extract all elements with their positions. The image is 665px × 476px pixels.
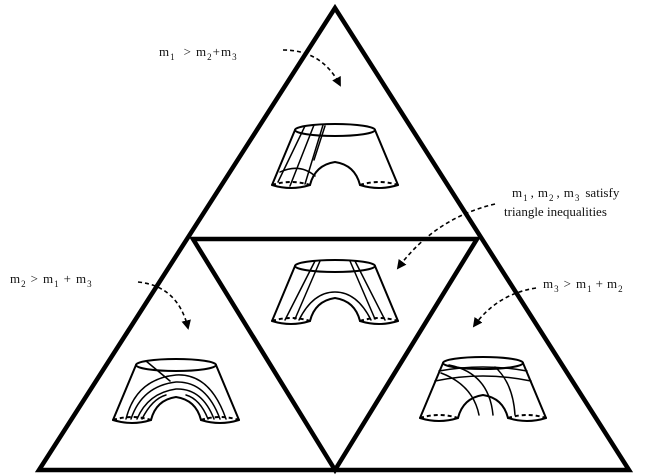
pants-left bbox=[112, 358, 240, 424]
label-left: m2>m1+m3 bbox=[10, 271, 92, 289]
label-right: m3>m1+m2 bbox=[543, 276, 623, 294]
arrow-center bbox=[396, 203, 496, 270]
pants-top bbox=[271, 123, 399, 189]
arrow-right bbox=[472, 287, 537, 328]
label-top: m1>m2+m3 bbox=[159, 44, 237, 62]
inner-triangle bbox=[188, 236, 482, 475]
pants-center bbox=[271, 259, 399, 325]
arrow-left bbox=[137, 281, 191, 330]
pants-right bbox=[419, 356, 547, 422]
label-center-line2: triangle inequalities bbox=[504, 204, 607, 219]
arrow-top bbox=[282, 49, 341, 87]
